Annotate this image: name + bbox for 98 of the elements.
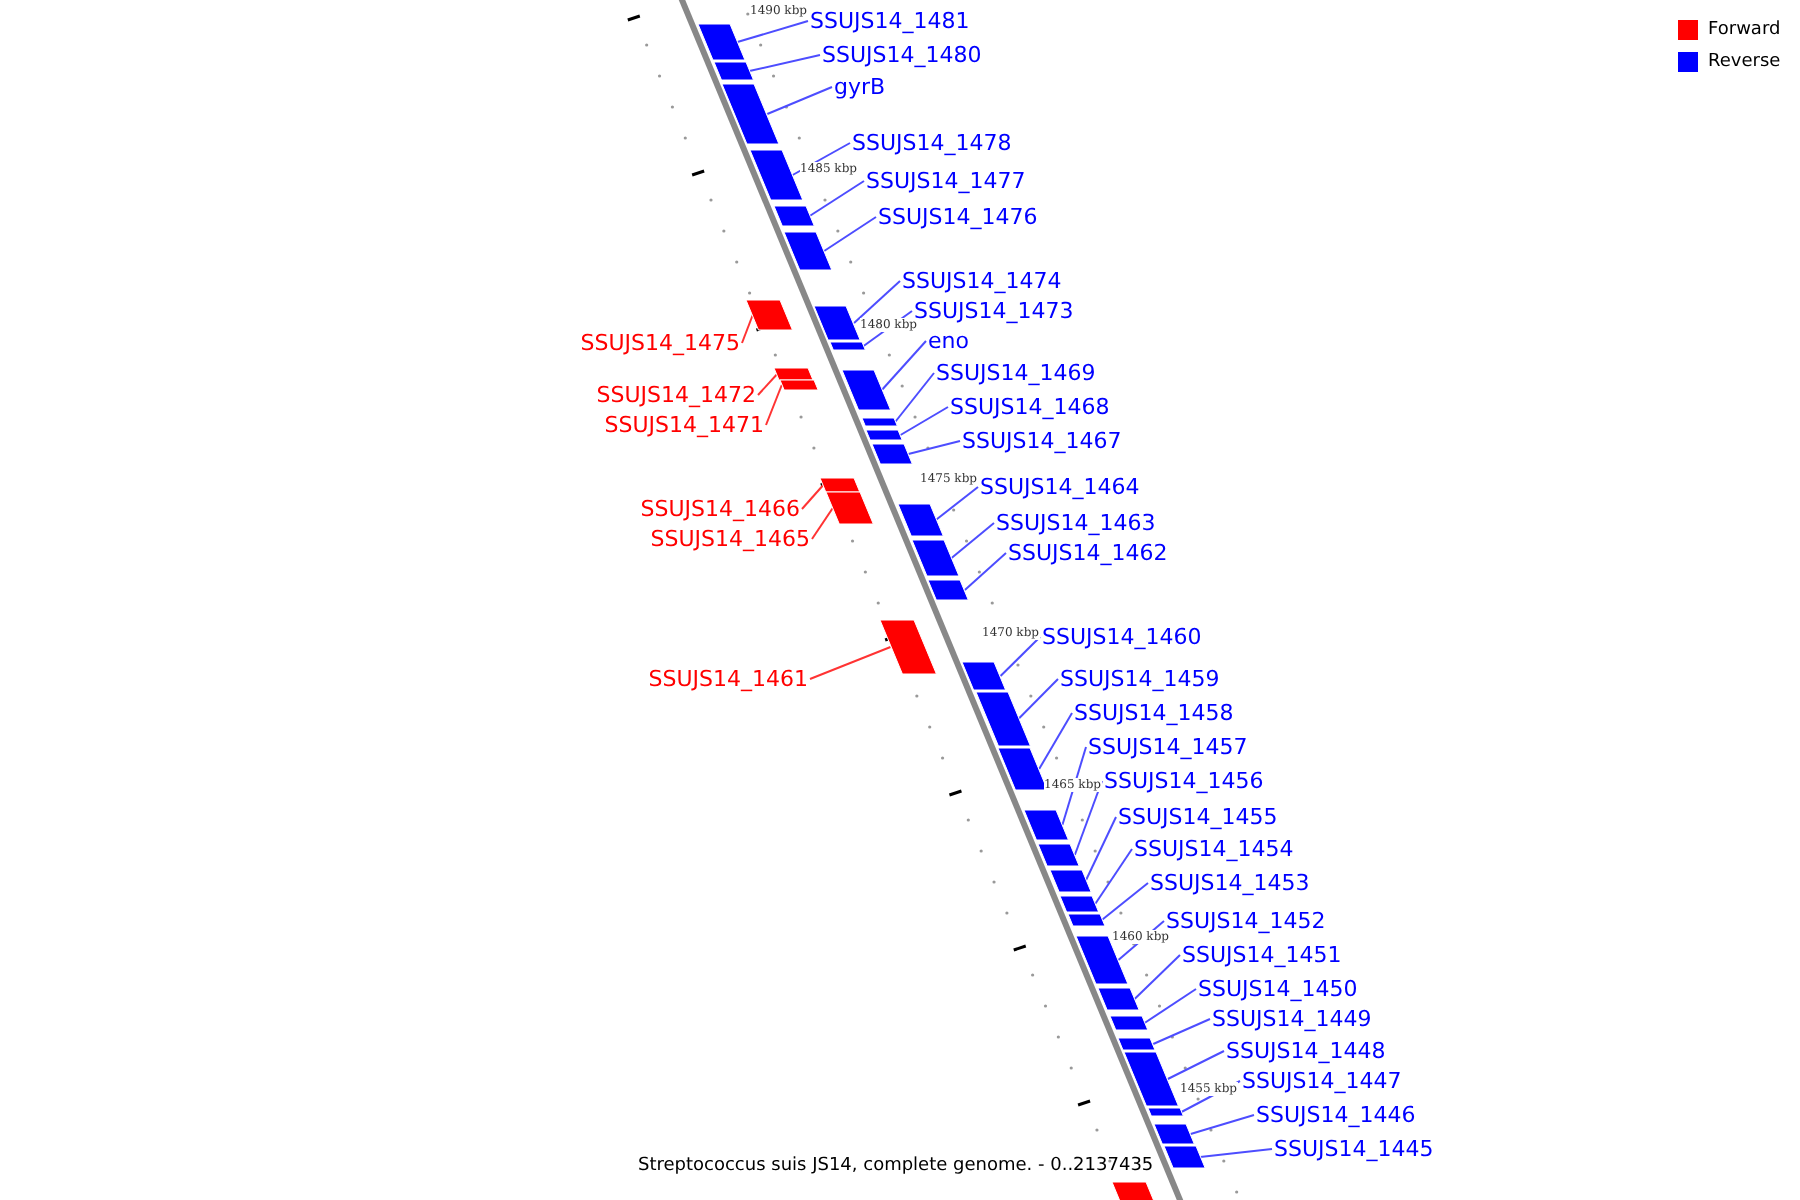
leader-line: [1094, 848, 1133, 905]
gene-block: [1098, 988, 1140, 1010]
gene-label: SSUJS14_1471: [604, 412, 764, 438]
gene-label: SSUJS14_1469: [936, 360, 1096, 386]
gene-label: SSUJS14_1476: [878, 204, 1038, 230]
gene-block: [928, 580, 969, 600]
leader-line: [801, 484, 825, 510]
gene-label: SSUJS14_1481: [810, 8, 970, 34]
leader-line: [1100, 882, 1149, 921]
gene-block: [774, 368, 814, 380]
caption: Streptococcus suis JS14, complete genome. - 0..2137435: [638, 1156, 1154, 1176]
gene-label: SSUJS14_1454: [1134, 836, 1294, 862]
leader-line: [811, 507, 834, 540]
gene-label: gyrB: [834, 74, 886, 100]
leader-line: [809, 646, 892, 680]
gene-block: [879, 620, 936, 674]
gene-label: SSUJS14_1450: [1198, 976, 1358, 1002]
legend-label: Reverse: [1708, 50, 1781, 74]
gene-label: SSUJS14_1474: [902, 268, 1062, 294]
gene-label: SSUJS14_1445: [1274, 1136, 1434, 1162]
gene-label: SSUJS14_1468: [950, 394, 1110, 420]
gene-block: [784, 232, 832, 270]
leader-line: [757, 373, 779, 396]
leader-line: [934, 486, 979, 521]
leader-line: [748, 54, 821, 72]
gene-label: SSUJS14_1453: [1150, 870, 1310, 896]
leader-line: [880, 340, 927, 391]
leader-line: [1199, 1148, 1273, 1158]
leader-line: [808, 180, 865, 217]
leader-line: [907, 440, 961, 455]
gene-label: SSUJS14_1455: [1118, 804, 1278, 830]
leader-line: [1133, 954, 1181, 1000]
gene-block: [1049, 870, 1091, 892]
gene-label: SSUJS14_1458: [1074, 700, 1234, 726]
gene-label: SSUJS14_1452: [1166, 908, 1326, 934]
gene-block: [1024, 810, 1069, 840]
gene-block: [962, 662, 1007, 690]
gene-label: SSUJS14_1463: [996, 510, 1156, 536]
leader-line: [1143, 988, 1197, 1024]
gene-label: SSUJS14_1475: [580, 330, 740, 356]
gene-label: SSUJS14_1451: [1182, 942, 1342, 968]
leader-line: [963, 552, 1007, 591]
gene-label: SSUJS14_1448: [1226, 1038, 1386, 1064]
leader-line: [741, 314, 754, 344]
gene-block: [1059, 896, 1099, 912]
leader-line: [899, 406, 949, 436]
gene-label: SSUJS14_1459: [1060, 666, 1220, 692]
leader-line: [1073, 780, 1103, 856]
leader-line: [1189, 1114, 1255, 1135]
gene-label: SSUJS14_1446: [1256, 1102, 1416, 1128]
gene-label: SSUJS14_1462: [1008, 540, 1168, 566]
gene-label: SSUJS14_1480: [822, 42, 982, 68]
gene-block: [1112, 1182, 1156, 1200]
gene-block: [1109, 1016, 1148, 1030]
gene-block: [750, 150, 803, 200]
gene-block: [1163, 1146, 1205, 1168]
gene-label: eno: [928, 328, 969, 354]
leader-line: [823, 216, 877, 252]
gene-block: [841, 370, 891, 410]
gene-label: SSUJS14_1461: [648, 666, 808, 692]
gene-block: [1154, 1124, 1195, 1144]
leader-line: [1061, 746, 1087, 826]
leader-line: [950, 522, 995, 559]
gene-block: [998, 748, 1048, 790]
leader-line: [1017, 678, 1059, 720]
gene-label: SSUJS14_1466: [640, 496, 800, 522]
gene-block: [746, 300, 793, 330]
gene-label: SSUJS14_1457: [1088, 734, 1248, 760]
leader-line: [736, 20, 809, 43]
legend-label: Forward: [1708, 18, 1781, 42]
gene-label: SSUJS14_1478: [852, 130, 1012, 156]
gene-block: [779, 380, 818, 390]
gene-label: SSUJS14_1465: [650, 526, 810, 552]
gene-block: [1038, 844, 1080, 866]
leader-line: [894, 372, 935, 423]
leader-line: [853, 280, 901, 324]
gene-label: SSUJS14_1447: [1242, 1068, 1402, 1094]
leader-line: [999, 636, 1041, 677]
gene-label: SSUJS14_1449: [1212, 1006, 1372, 1032]
leader-line: [1084, 816, 1117, 882]
gene-block: [897, 504, 943, 536]
gene-label: SSUJS14_1472: [596, 382, 756, 408]
leader-line: [766, 86, 833, 115]
leader-line: [765, 384, 783, 426]
gene-block: [872, 444, 913, 464]
gene-block: [773, 206, 814, 226]
gene-block: [1067, 914, 1105, 926]
gene-label: SSUJS14_1467: [962, 428, 1122, 454]
leader-line: [1038, 712, 1073, 770]
leader-line: [1152, 1018, 1211, 1045]
gene-label: SSUJS14_1456: [1104, 768, 1264, 794]
gene-label: SSUJS14_1477: [866, 168, 1026, 194]
gene-label: SSUJS14_1473: [914, 298, 1074, 324]
gene-label: SSUJS14_1464: [980, 474, 1140, 500]
gene-block: [861, 418, 897, 426]
leader-line: [1166, 1050, 1225, 1080]
gene-block: [912, 540, 960, 576]
gene-label: SSUJS14_1460: [1042, 624, 1202, 650]
